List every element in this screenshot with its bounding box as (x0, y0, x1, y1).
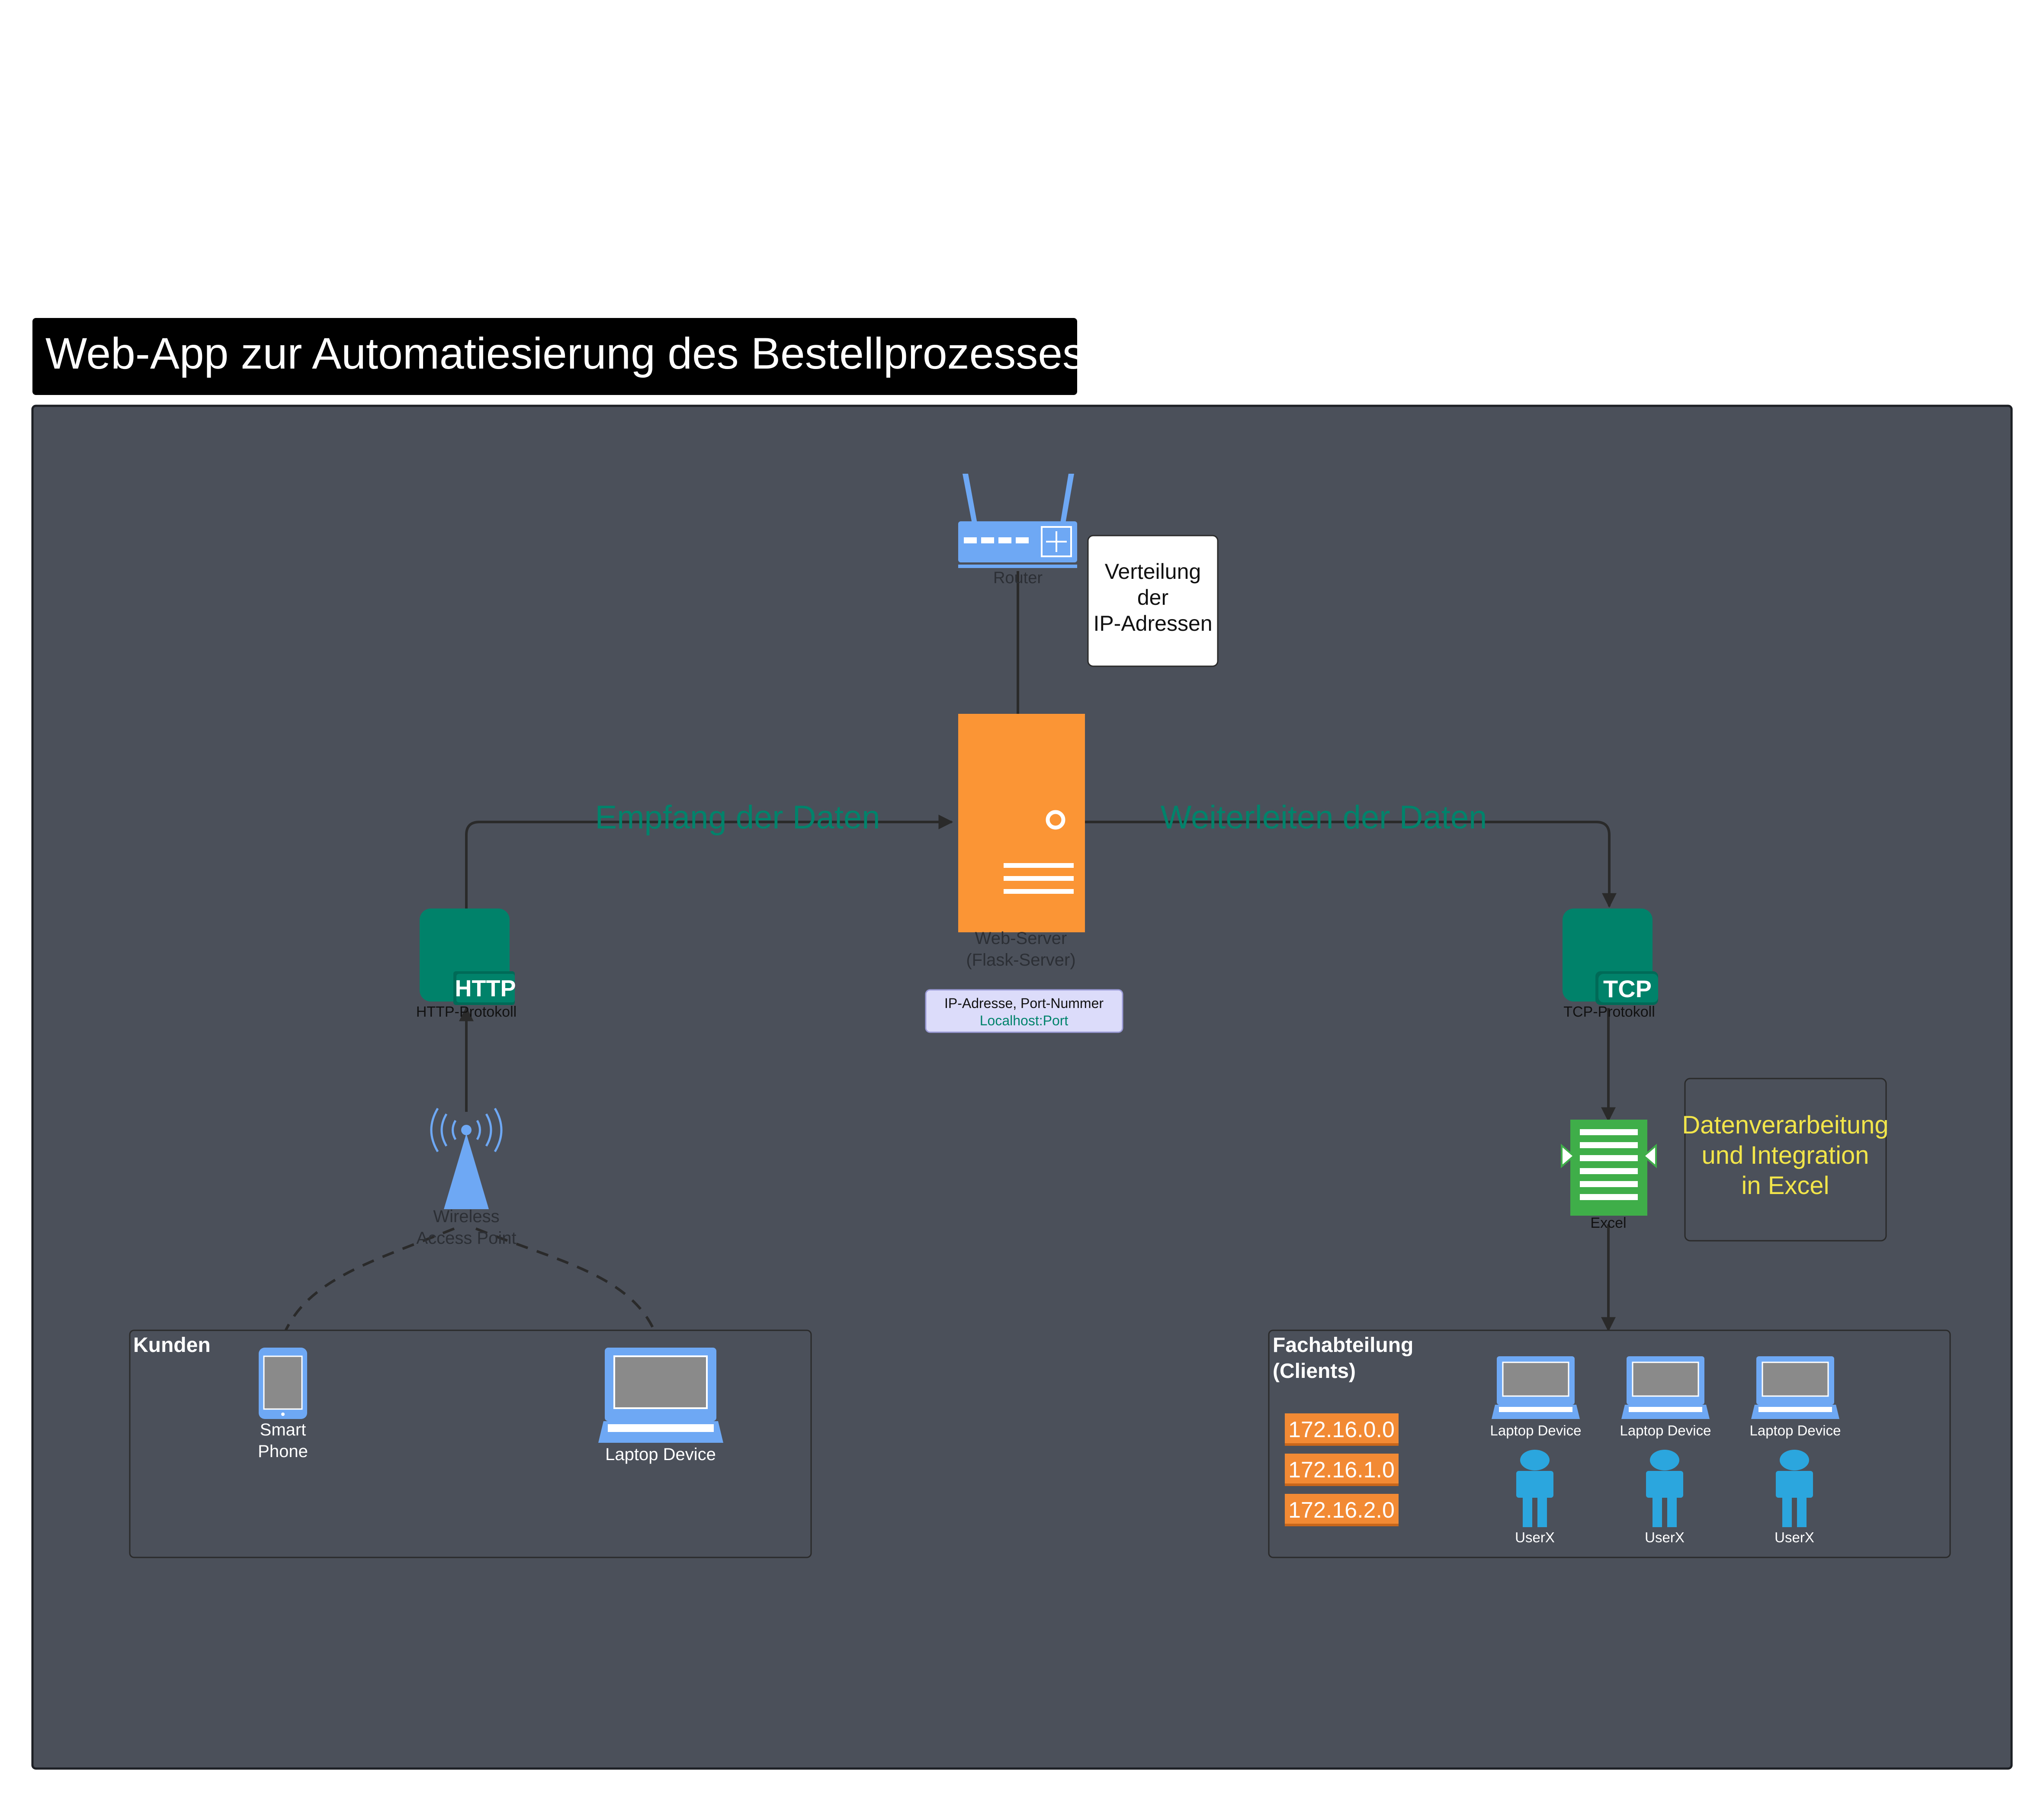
client: Laptop Device UserX (1750, 1356, 1841, 1545)
wireless-link-laptop (475, 1227, 661, 1346)
router-label: Router (993, 569, 1043, 587)
title-bar: Web-App zur Automatiesierung des Bestell… (32, 318, 1085, 395)
connectors (280, 571, 1617, 1346)
client: Laptop Device UserX (1620, 1356, 1711, 1545)
laptop-icon (1492, 1356, 1580, 1419)
router: Router (958, 474, 1077, 587)
subnet-label: 172.16.1.0 (1288, 1457, 1395, 1483)
laptop-icon (598, 1348, 723, 1443)
forward-flow-line (1084, 821, 1617, 908)
server-info-line2: Localhost:Port (980, 1013, 1069, 1028)
fachabteilung-title-line1: Fachabteilung (1273, 1334, 1413, 1357)
wireless-access-point: Wireless Access Point (416, 1108, 517, 1248)
user-icon (1646, 1450, 1683, 1527)
smartphone-icon (259, 1348, 307, 1419)
router-note-line3: IP-Adressen (1093, 611, 1212, 636)
user-label: UserX (1645, 1529, 1685, 1545)
server-icon (958, 714, 1085, 932)
subnet-badge: 172.16.1.0 (1285, 1454, 1399, 1486)
tcp-protocol: TCP TCP-Protokoll (1563, 909, 1658, 1020)
kunden-title: Kunden (133, 1334, 211, 1357)
fachabteilung-group: Fachabteilung (Clients) 172.16.0.0 172.1… (1268, 1329, 1951, 1558)
receive-flow-line (465, 815, 953, 909)
client-laptop-label: Laptop Device (1750, 1422, 1841, 1438)
router-note-line1: Verteilung (1105, 559, 1201, 584)
tcp-badge: TCP (1603, 975, 1652, 1002)
user-label: UserX (1515, 1529, 1555, 1545)
wireless-antenna-icon (430, 1108, 503, 1209)
user-label: UserX (1774, 1529, 1814, 1545)
client-laptop-label: Laptop Device (1490, 1422, 1582, 1438)
wireless-link-phone (280, 1227, 455, 1342)
excel-note-line2: und Integration (1702, 1141, 1869, 1169)
excel-note: Datenverarbeitung und Integration in Exc… (1682, 1078, 1889, 1242)
web-server: Web-Server (Flask-Server) (958, 714, 1085, 970)
phone-label-line1: Smart (260, 1420, 306, 1439)
http-protocol: HTTP HTTP-Protokoll (416, 909, 517, 1020)
user-icon (1516, 1450, 1553, 1527)
router-icon (958, 474, 1077, 568)
excel-label: Excel (1590, 1215, 1626, 1231)
subnet-badge: 172.16.2.0 (1285, 1494, 1399, 1526)
server-info-line1: IP-Adresse, Port-Nummer (944, 995, 1104, 1011)
kunden-laptop: Laptop Device (598, 1348, 723, 1464)
wap-label-line1: Wireless (433, 1207, 499, 1226)
server-info-box: IP-Adresse, Port-Nummer Localhost:Port (925, 989, 1123, 1033)
kunden-group: Kunden Smart Phone Laptop Device (129, 1329, 812, 1558)
wap-label-line2: Access Point (416, 1229, 516, 1248)
user-icon (1776, 1450, 1813, 1527)
kunden-laptop-label: Laptop Device (605, 1445, 716, 1464)
http-label: HTTP-Protokoll (416, 1004, 517, 1020)
forward-flow-label: Weiterleiten der Daten (1161, 799, 1487, 836)
subnet-badge: 172.16.0.0 (1285, 1413, 1399, 1446)
server-label-line1: Web-Server (975, 929, 1067, 948)
client-laptop-label: Laptop Device (1620, 1422, 1711, 1438)
server-label-line2: (Flask-Server) (966, 950, 1075, 970)
router-note-line2: der (1137, 585, 1168, 610)
page-title: Web-App zur Automatiesierung des Bestell… (45, 329, 1085, 378)
router-note: Verteilung der IP-Adressen (1087, 535, 1219, 667)
http-badge: HTTP (455, 976, 516, 1002)
client: Laptop Device UserX (1490, 1356, 1582, 1545)
excel-note-line3: in Excel (1741, 1172, 1829, 1200)
subnet-label: 172.16.0.0 (1288, 1417, 1395, 1442)
smart-phone: Smart Phone (258, 1348, 308, 1461)
excel: Excel (1561, 1120, 1657, 1231)
excel-note-line1: Datenverarbeitung (1682, 1111, 1888, 1139)
laptop-icon (1621, 1356, 1710, 1419)
receive-flow-label: Empfang der Daten (595, 799, 880, 836)
laptop-icon (1751, 1356, 1839, 1419)
subnet-label: 172.16.2.0 (1288, 1498, 1395, 1523)
excel-icon (1561, 1120, 1657, 1216)
fachabteilung-title-line2: (Clients) (1273, 1360, 1356, 1383)
tcp-label: TCP-Protokoll (1563, 1004, 1655, 1020)
phone-label-line2: Phone (258, 1442, 308, 1461)
